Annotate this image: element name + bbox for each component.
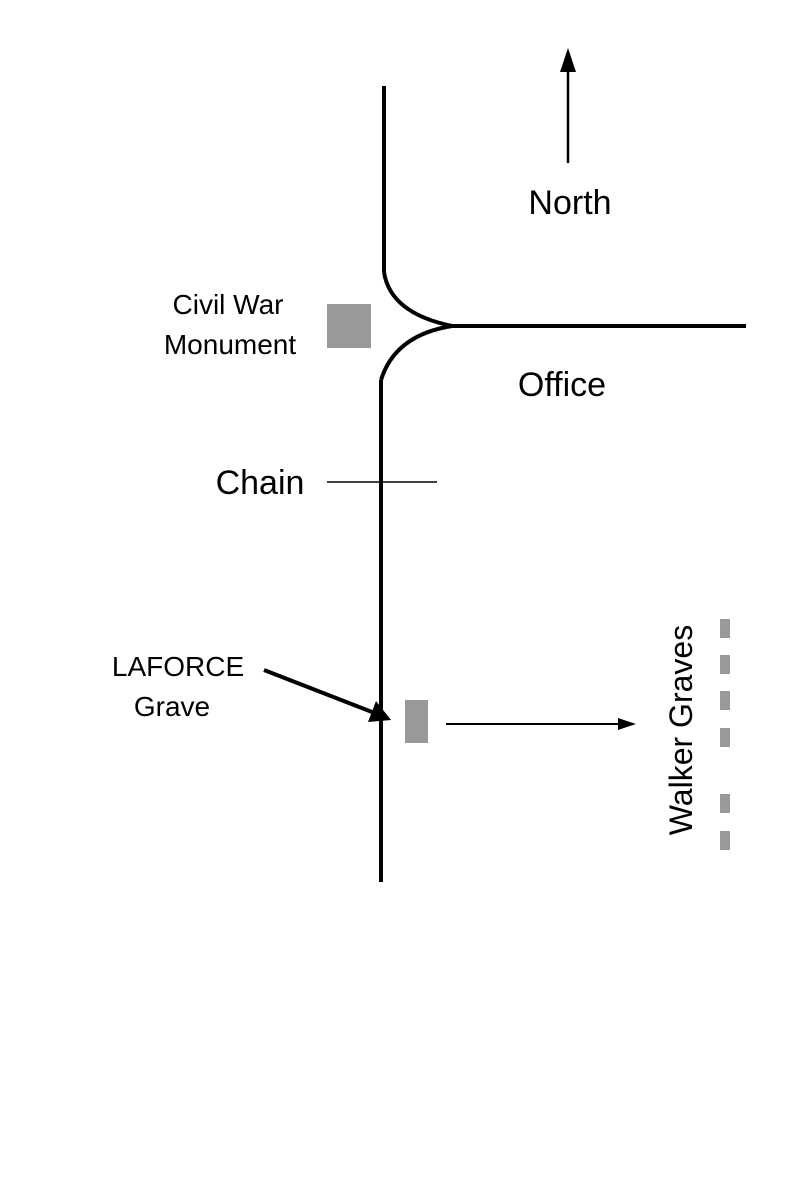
north-arrow-icon	[560, 48, 576, 163]
walker-grave-marker	[720, 794, 730, 813]
road-network	[379, 86, 746, 882]
walker-grave-marker	[720, 691, 730, 710]
monument-label-line1: Civil War	[173, 289, 284, 320]
road-fork-north-curve	[382, 271, 453, 328]
walker-grave-marker	[720, 619, 730, 638]
chain-label: Chain	[216, 464, 305, 502]
walker-direction-arrow	[446, 718, 636, 730]
walker-graves-markers	[720, 619, 730, 850]
road-fork-south-curve	[379, 324, 453, 381]
monument-label-line2: Monument	[164, 329, 297, 360]
grave-label-line1: LAFORCE	[112, 651, 244, 682]
walker-grave-marker	[720, 655, 730, 674]
north-label: North	[528, 184, 611, 222]
office-label: Office	[518, 366, 606, 404]
grave-pointer-arrow	[263, 668, 391, 722]
walker-grave-marker	[720, 728, 730, 747]
walker-grave-marker	[720, 831, 730, 850]
walker-graves-label: Walker Graves	[663, 625, 699, 835]
grave-label-line2: Grave	[134, 691, 210, 722]
laforce-grave-marker	[405, 700, 428, 743]
civil-war-monument-marker	[327, 304, 371, 348]
